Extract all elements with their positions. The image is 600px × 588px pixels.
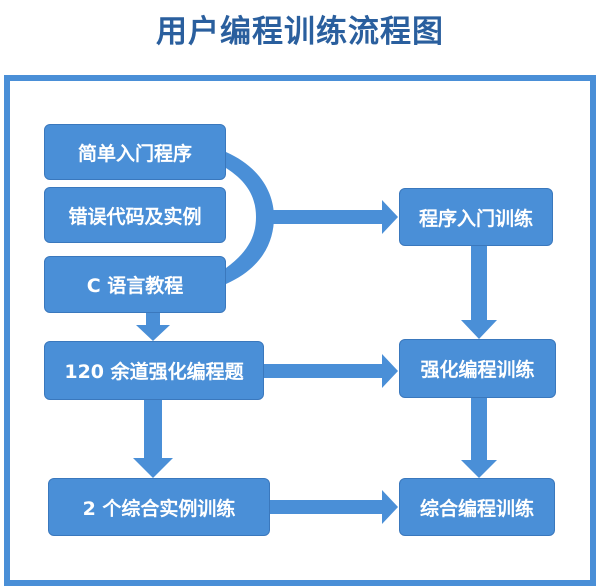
diagram-title: 用户编程训练流程图 <box>156 14 444 50</box>
node-two-practices: 2 个综合实例训练 <box>48 478 270 536</box>
arrow-120-to-two <box>133 400 173 478</box>
node-error-code: 错误代码及实例 <box>44 187 226 243</box>
node-intro-program: 简单入门程序 <box>44 124 226 180</box>
arrow-120-to-intensive <box>264 354 398 388</box>
arrow-two-to-comprehensive <box>270 490 398 524</box>
merge-brace <box>226 152 274 284</box>
node-c-tutorial: C 语言教程 <box>44 256 226 313</box>
arrow-intro-to-intensive <box>461 246 497 339</box>
node-intensive-training: 强化编程训练 <box>399 339 556 398</box>
node-120-exercises: 120 余道强化编程题 <box>44 341 264 400</box>
node-comprehensive-training: 综合编程训练 <box>399 478 555 536</box>
arrow-brace-to-intro-training <box>272 200 398 234</box>
arrow-c-to-120 <box>136 313 170 341</box>
node-intro-training: 程序入门训练 <box>399 188 553 246</box>
arrow-intensive-to-comprehensive <box>461 398 497 478</box>
